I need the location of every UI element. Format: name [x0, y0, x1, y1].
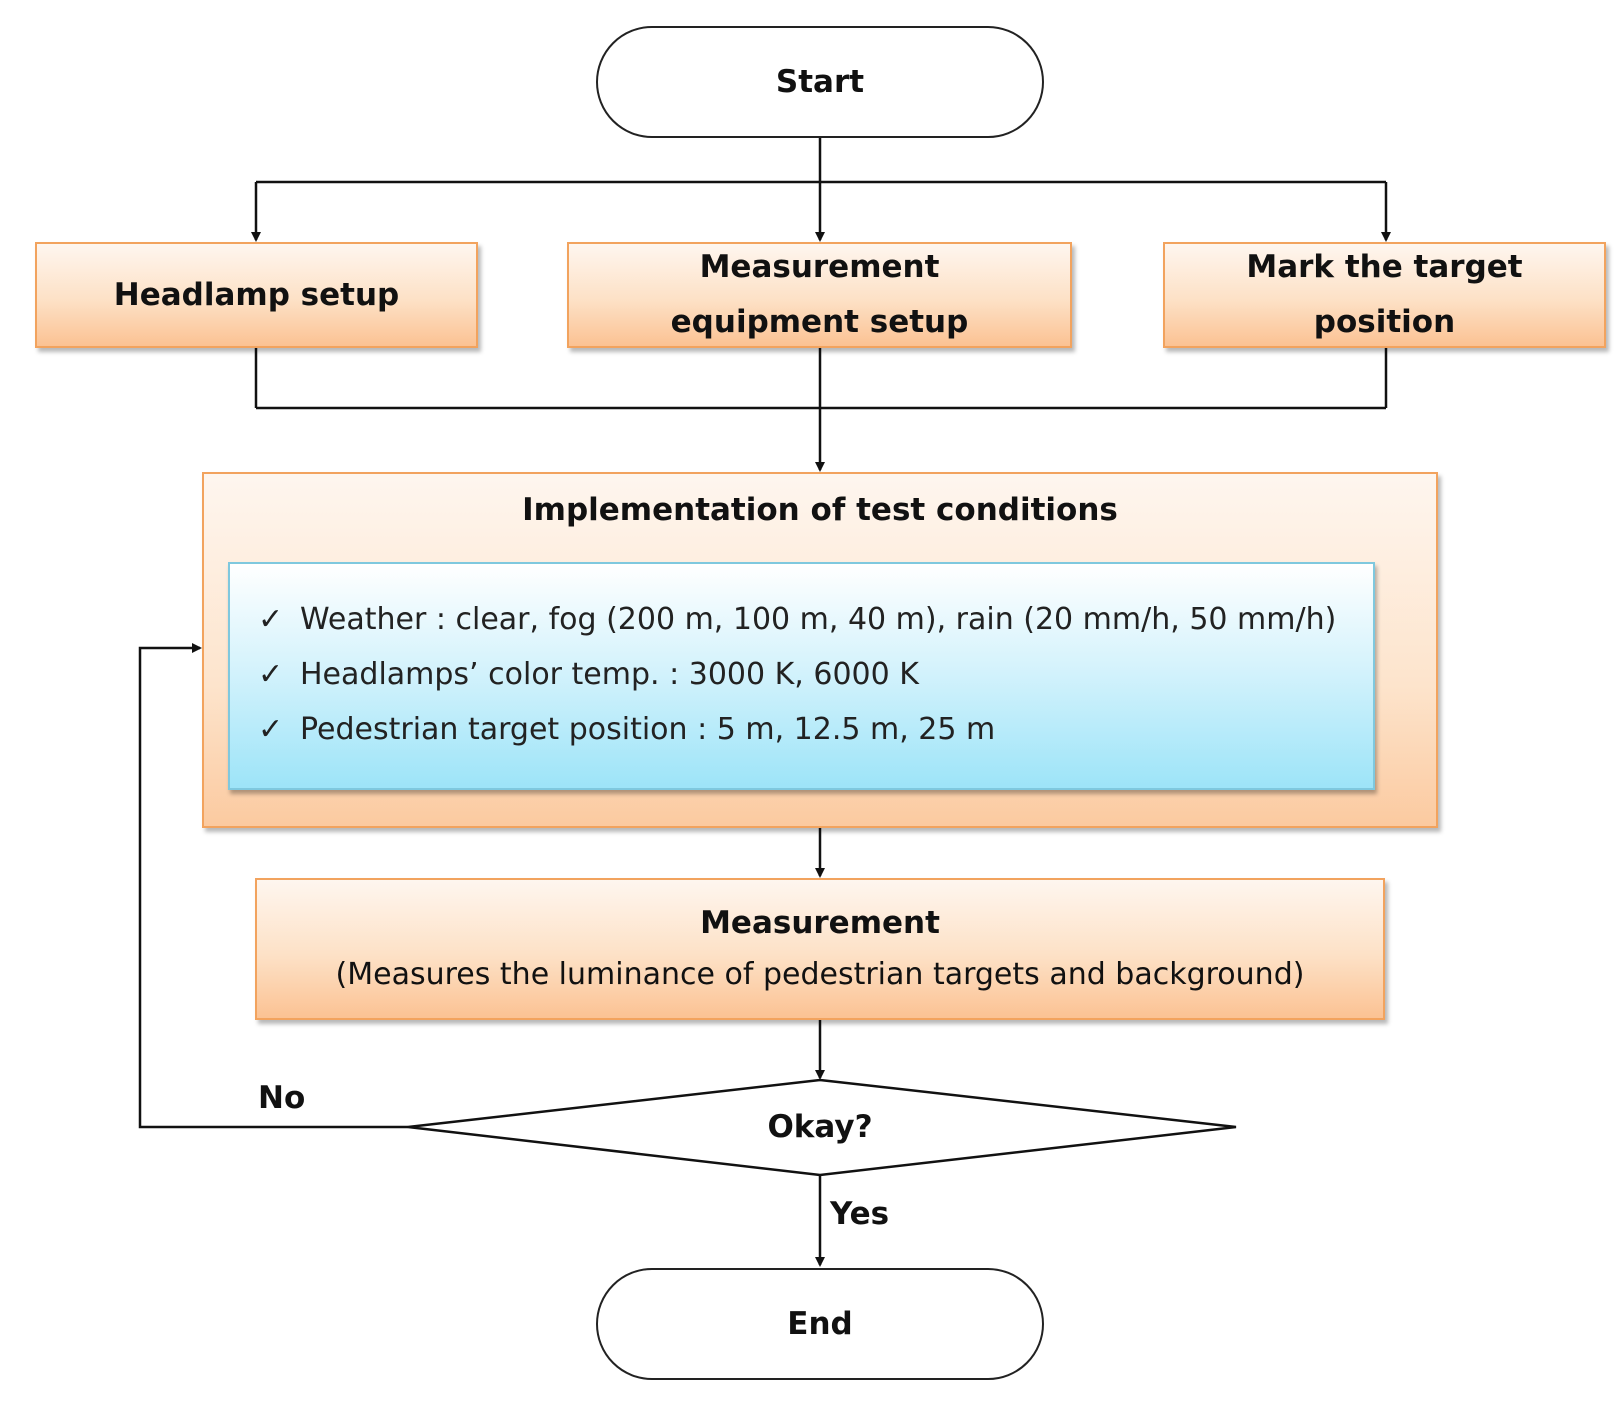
- measurement-equipment-line-1: Measurement: [699, 249, 940, 285]
- headlamp-setup-box: Headlamp setup: [35, 242, 478, 348]
- condition-target-position: ✓ Pedestrian target position : 5 m, 12.5…: [258, 702, 1373, 757]
- measurement-equipment-line-2: equipment setup: [670, 304, 969, 340]
- no-label: No: [258, 1080, 306, 1116]
- check-icon: ✓: [258, 657, 284, 692]
- mark-target-line-1: Mark the target: [1246, 249, 1523, 285]
- condition-target-position-text: Pedestrian target position : 5 m, 12.5 m…: [300, 712, 996, 747]
- implementation-box: Implementation of test conditions ✓ Weat…: [202, 472, 1438, 828]
- end-terminal: End: [596, 1268, 1044, 1380]
- check-icon: ✓: [258, 712, 284, 747]
- measurement-box: Measurement (Measures the luminance of p…: [255, 878, 1385, 1020]
- connector-no-loop: [138, 643, 408, 1129]
- condition-color-temp-text: Headlamps’ color temp. : 3000 K, 6000 K: [300, 657, 919, 692]
- measurement-equipment-setup-box: Measurement equipment setup: [567, 242, 1072, 348]
- decision-diamond: [407, 1078, 1237, 1177]
- yes-label: Yes: [830, 1196, 890, 1232]
- condition-color-temp: ✓ Headlamps’ color temp. : 3000 K, 6000 …: [258, 647, 1373, 702]
- end-label: End: [787, 1306, 853, 1342]
- measurement-subtitle: (Measures the luminance of pedestrian ta…: [335, 957, 1305, 992]
- mark-target-line-2: position: [1313, 304, 1456, 340]
- conditions-box: ✓ Weather : clear, fog (200 m, 100 m, 40…: [228, 562, 1375, 790]
- headlamp-setup-label: Headlamp setup: [113, 276, 400, 313]
- measurement-title: Measurement: [700, 905, 940, 941]
- start-terminal: Start: [596, 26, 1044, 138]
- check-icon: ✓: [258, 602, 284, 637]
- implementation-title: Implementation of test conditions: [522, 492, 1118, 528]
- mark-target-position-box: Mark the target position: [1163, 242, 1606, 348]
- start-label: Start: [775, 64, 865, 100]
- decision-question: Okay?: [767, 1109, 873, 1145]
- condition-weather: ✓ Weather : clear, fog (200 m, 100 m, 40…: [258, 592, 1373, 647]
- condition-weather-text: Weather : clear, fog (200 m, 100 m, 40 m…: [300, 602, 1337, 637]
